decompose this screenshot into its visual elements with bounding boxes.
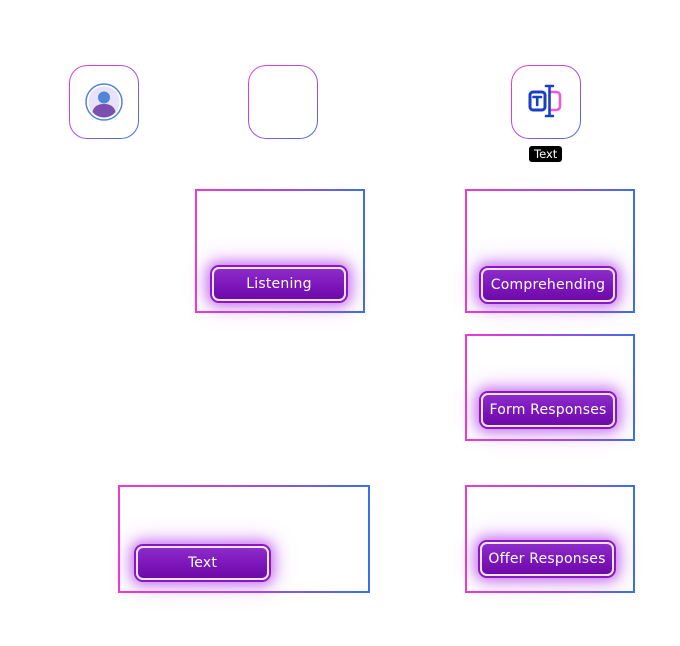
text-button[interactable]: Text bbox=[136, 546, 269, 580]
form-responses-button[interactable]: Form Responses bbox=[481, 393, 615, 427]
profile-tile[interactable] bbox=[69, 65, 139, 139]
listening-frame: Listening bbox=[195, 189, 365, 313]
form-responses-frame: Form Responses bbox=[465, 334, 635, 441]
audio-tile[interactable] bbox=[248, 65, 318, 139]
user-avatar-icon bbox=[85, 83, 123, 121]
text-frame: Text bbox=[118, 485, 370, 593]
comprehending-button[interactable]: Comprehending bbox=[481, 268, 615, 302]
audio-wave-icon bbox=[268, 89, 296, 115]
comprehending-frame: Comprehending bbox=[465, 189, 635, 313]
text-tooltip: Text bbox=[529, 146, 563, 162]
text-cursor-icon bbox=[528, 84, 562, 118]
text-tile[interactable] bbox=[511, 65, 581, 139]
offer-responses-frame: Offer Responses bbox=[465, 485, 635, 593]
offer-responses-button[interactable]: Offer Responses bbox=[480, 542, 614, 576]
listening-button[interactable]: Listening bbox=[212, 267, 346, 301]
